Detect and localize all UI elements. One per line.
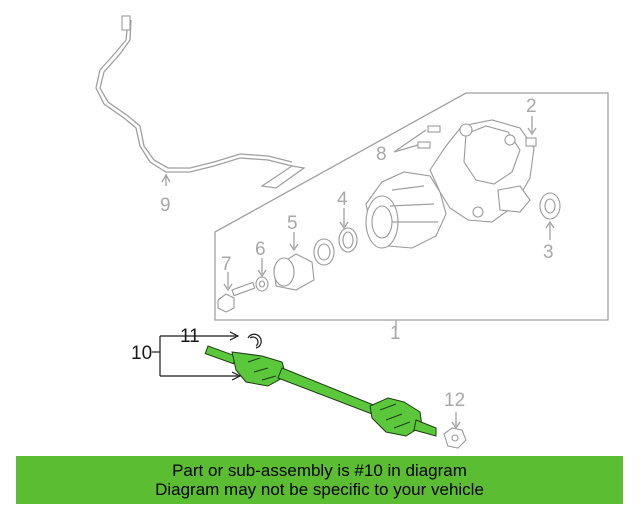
callout-3: 3 — [543, 242, 554, 263]
callout-9: 9 — [160, 195, 171, 216]
snap-ring — [313, 208, 358, 266]
banner-line-1: Part or sub-assembly is #10 in diagram — [172, 461, 467, 480]
parts-diagram: 1 2 3 4 5 6 7 8 9 10 11 12 — [95, 15, 609, 449]
banner-line-2: Diagram may not be specific to your vehi… — [155, 480, 484, 499]
callout-2: 2 — [526, 96, 537, 117]
assembly-outline — [214, 92, 609, 321]
coupling — [273, 232, 315, 291]
callout-12: 12 — [444, 390, 465, 411]
callout-6: 6 — [255, 239, 266, 260]
bolt — [217, 272, 256, 313]
callout-10: 10 — [131, 343, 152, 364]
vent-fittings — [393, 125, 441, 153]
callout-11: 11 — [180, 326, 200, 347]
callout-7: 7 — [221, 254, 232, 275]
callout-8: 8 — [376, 144, 387, 165]
callout-bracket — [152, 331, 242, 381]
axle-nut — [443, 412, 467, 449]
callout-4: 4 — [337, 189, 348, 210]
differential-housing — [365, 119, 535, 249]
drain-plug — [525, 116, 537, 147]
axle-shaft-assembly — [204, 345, 437, 437]
info-banner: Part or sub-assembly is #10 in diagram D… — [16, 456, 623, 504]
cable-harness — [95, 15, 306, 189]
circlip — [247, 333, 262, 349]
callout-1: 1 — [390, 323, 401, 344]
callout-5: 5 — [287, 213, 298, 234]
axle-seal — [539, 192, 561, 240]
washer — [255, 258, 269, 292]
